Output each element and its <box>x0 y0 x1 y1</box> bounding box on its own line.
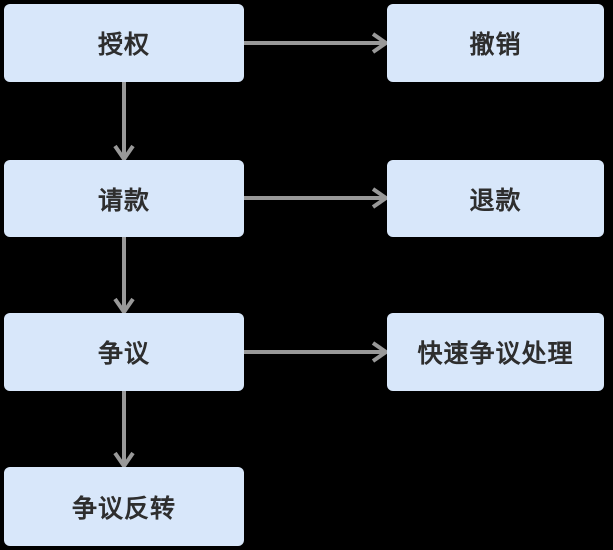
node-rapid-dispute-resolution-label: 快速争议处理 <box>417 340 574 368</box>
node-authorization-label: 授权 <box>97 31 150 59</box>
arrow-capture-to-dispute <box>113 237 135 316</box>
arrow-capture-to-refund <box>244 187 390 209</box>
arrow-authorization-to-capture <box>113 82 135 163</box>
node-capture: 请款 <box>4 160 244 237</box>
node-dispute-reversal-label: 争议反转 <box>71 494 176 523</box>
node-dispute-label: 争议 <box>97 340 150 368</box>
node-dispute-reversal: 争议反转 <box>4 467 244 546</box>
arrow-dispute-to-dispute-reversal <box>113 391 135 470</box>
node-capture-label: 请款 <box>97 186 150 215</box>
node-rapid-dispute-resolution: 快速争议处理 <box>387 313 604 391</box>
node-void: 撤销 <box>387 4 604 82</box>
node-authorization: 授权 <box>4 4 244 82</box>
node-refund: 退款 <box>387 160 604 237</box>
node-dispute: 争议 <box>4 313 244 391</box>
arrow-dispute-to-rapid-dispute-resolution <box>244 341 390 363</box>
node-void-label: 撤销 <box>469 31 522 59</box>
arrow-authorization-to-void <box>244 32 390 54</box>
node-refund-label: 退款 <box>469 186 522 215</box>
